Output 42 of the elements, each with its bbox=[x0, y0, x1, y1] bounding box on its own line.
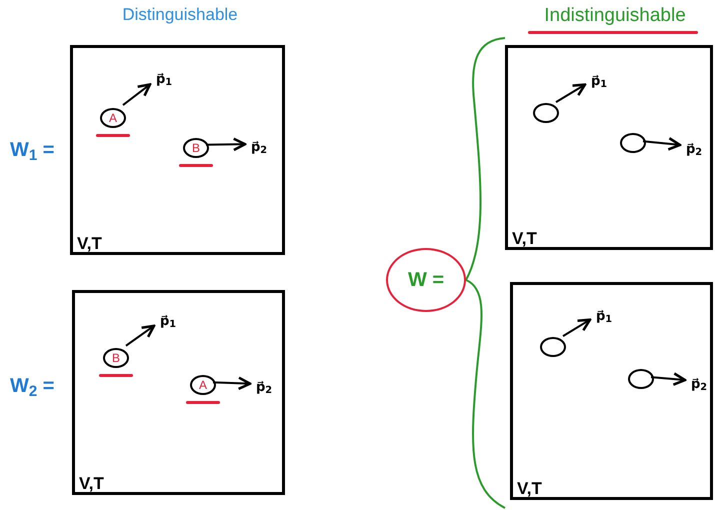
momentum-label: p⃗$_{2}$ bbox=[690, 378, 708, 390]
arrow bbox=[650, 372, 686, 386]
arrow bbox=[206, 138, 246, 152]
equation-label: W$_{1}$ = bbox=[10, 138, 56, 163]
particle-circle bbox=[620, 133, 646, 153]
particle-label: B bbox=[192, 142, 200, 154]
particle-label: A bbox=[198, 379, 207, 391]
momentum-label: p⃗$_{1}$ bbox=[590, 74, 608, 88]
particle-circle bbox=[103, 348, 129, 368]
arrow bbox=[122, 83, 152, 106]
momentum-label: p⃗$_{2}$ bbox=[250, 140, 268, 154]
container-box bbox=[510, 282, 713, 500]
arrow bbox=[642, 137, 682, 151]
particle-circle bbox=[183, 138, 209, 158]
arrow bbox=[555, 83, 586, 103]
particle-circle bbox=[628, 369, 654, 389]
arrow bbox=[212, 376, 252, 390]
oval bbox=[386, 248, 466, 312]
particle-label: A bbox=[108, 112, 117, 124]
container-box bbox=[70, 45, 285, 255]
particle-circle bbox=[540, 337, 566, 357]
arrow bbox=[125, 324, 156, 347]
equation-label: W$_{2}$ = bbox=[10, 374, 56, 399]
particle-circle bbox=[190, 375, 216, 395]
heading: Distinguishable bbox=[121, 4, 239, 26]
equation-label: W = bbox=[408, 268, 444, 293]
momentum-label: p⃗$_{1}$ bbox=[156, 72, 172, 86]
particle-label: B bbox=[112, 352, 120, 364]
box-label: V,T bbox=[517, 480, 542, 497]
box-label: V,T bbox=[512, 230, 537, 247]
particle-circle bbox=[533, 103, 559, 123]
container-box bbox=[72, 290, 285, 495]
arrow bbox=[562, 318, 592, 337]
container-box bbox=[505, 45, 713, 250]
momentum-label: p⃗$_{1}$ bbox=[160, 314, 176, 328]
momentum-label: p⃗$_{2}$ bbox=[686, 142, 702, 156]
momentum-label: p⃗$_{1}$ bbox=[596, 310, 612, 322]
momentum-label: p⃗$_{2}$ bbox=[256, 380, 272, 394]
heading: Indistinguishable bbox=[543, 4, 687, 28]
box-label: V,T bbox=[79, 475, 104, 492]
particle-circle bbox=[100, 108, 126, 128]
box-label: V,T bbox=[77, 235, 102, 252]
